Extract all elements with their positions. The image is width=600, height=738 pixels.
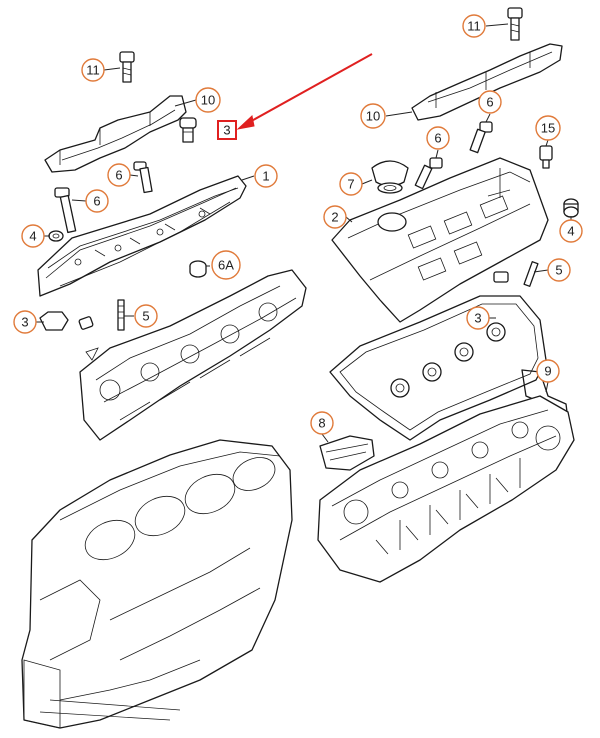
svg-text:1: 1 <box>262 169 269 184</box>
callout-5-left: 5 <box>134 304 158 328</box>
callout-8: 8 <box>310 411 334 435</box>
callout-10-right: 10 <box>360 103 386 129</box>
svg-text:6: 6 <box>115 168 122 183</box>
callout-9: 9 <box>536 359 560 383</box>
callout-6-left-a: 6 <box>107 163 131 187</box>
guide-rail-10-left <box>44 95 187 173</box>
callout-5-right: 5 <box>547 258 571 282</box>
callout-4-right: 4 <box>559 219 583 243</box>
stud-5-left <box>117 299 125 331</box>
guide-rail-10-right <box>411 43 563 121</box>
plug-6a <box>189 260 207 278</box>
svg-text:8: 8 <box>318 416 325 431</box>
callout-11-left: 11 <box>81 58 105 82</box>
svg-text:6: 6 <box>434 131 441 146</box>
cylinder-head-right <box>317 395 575 583</box>
callout-markers: 11 10 3 6 1 6 4 6A <box>13 14 583 435</box>
svg-text:6A: 6A <box>218 258 234 273</box>
left-valve-cover-assembly <box>37 51 307 441</box>
oil-filler-cap-7 <box>371 160 409 194</box>
svg-text:7: 7 <box>347 177 354 192</box>
callout-6-left-b: 6 <box>85 189 109 213</box>
svg-text:10: 10 <box>201 93 215 108</box>
callout-3-right: 3 <box>466 306 490 330</box>
svg-text:4: 4 <box>567 224 574 239</box>
svg-text:3: 3 <box>474 311 481 326</box>
bolt-6-left-long <box>54 187 77 234</box>
callout-2: 2 <box>323 205 347 229</box>
svg-text:6: 6 <box>486 95 493 110</box>
cylinder-block <box>21 439 293 729</box>
callout-6-right-a: 6 <box>478 90 502 114</box>
callout-11-right: 11 <box>462 14 486 38</box>
callout-7: 7 <box>339 172 363 196</box>
svg-text:3: 3 <box>223 123 230 138</box>
gasket-3-right <box>329 295 547 441</box>
callout-3-left: 3 <box>13 310 37 334</box>
right-valve-cover-assembly <box>317 7 579 583</box>
gasket-3-left <box>39 311 94 331</box>
cylinder-head-left <box>79 269 307 441</box>
svg-text:10: 10 <box>366 109 380 124</box>
bolt-11-left <box>119 51 135 83</box>
svg-text:6: 6 <box>93 194 100 209</box>
svg-text:3: 3 <box>21 315 28 330</box>
callout-3-highlighted: 3 <box>217 120 237 140</box>
svg-text:9: 9 <box>544 364 551 379</box>
bolt-11-right <box>507 7 523 41</box>
callout-6a: 6A <box>211 250 241 280</box>
callout-15: 15 <box>535 115 561 141</box>
callout-4-left: 4 <box>21 224 45 248</box>
leader-lines <box>36 23 572 443</box>
seal-4-right <box>563 198 579 218</box>
valve-cover-2-right <box>331 157 549 323</box>
chain-tensioner-8 <box>319 435 375 471</box>
svg-text:2: 2 <box>331 210 338 225</box>
svg-text:11: 11 <box>86 63 100 78</box>
seal-4-left <box>48 230 64 242</box>
svg-text:15: 15 <box>541 121 555 136</box>
stud-5-right <box>493 261 539 287</box>
bolt-6-right-lower <box>414 157 443 190</box>
callout-6-right-b: 6 <box>426 126 450 150</box>
svg-text:4: 4 <box>29 229 36 244</box>
svg-text:5: 5 <box>555 263 562 278</box>
highlight-arrow <box>236 53 373 130</box>
sensor-15 <box>539 145 553 169</box>
part-3-sleeve <box>179 117 197 143</box>
callout-10-left: 10 <box>195 87 221 113</box>
bolt-6-right-upper <box>469 121 493 154</box>
callout-1: 1 <box>254 164 278 188</box>
svg-text:11: 11 <box>467 19 481 34</box>
valve-cover-1-left <box>37 175 247 297</box>
bolt-6-left-upper <box>133 161 153 194</box>
svg-text:5: 5 <box>142 309 149 324</box>
